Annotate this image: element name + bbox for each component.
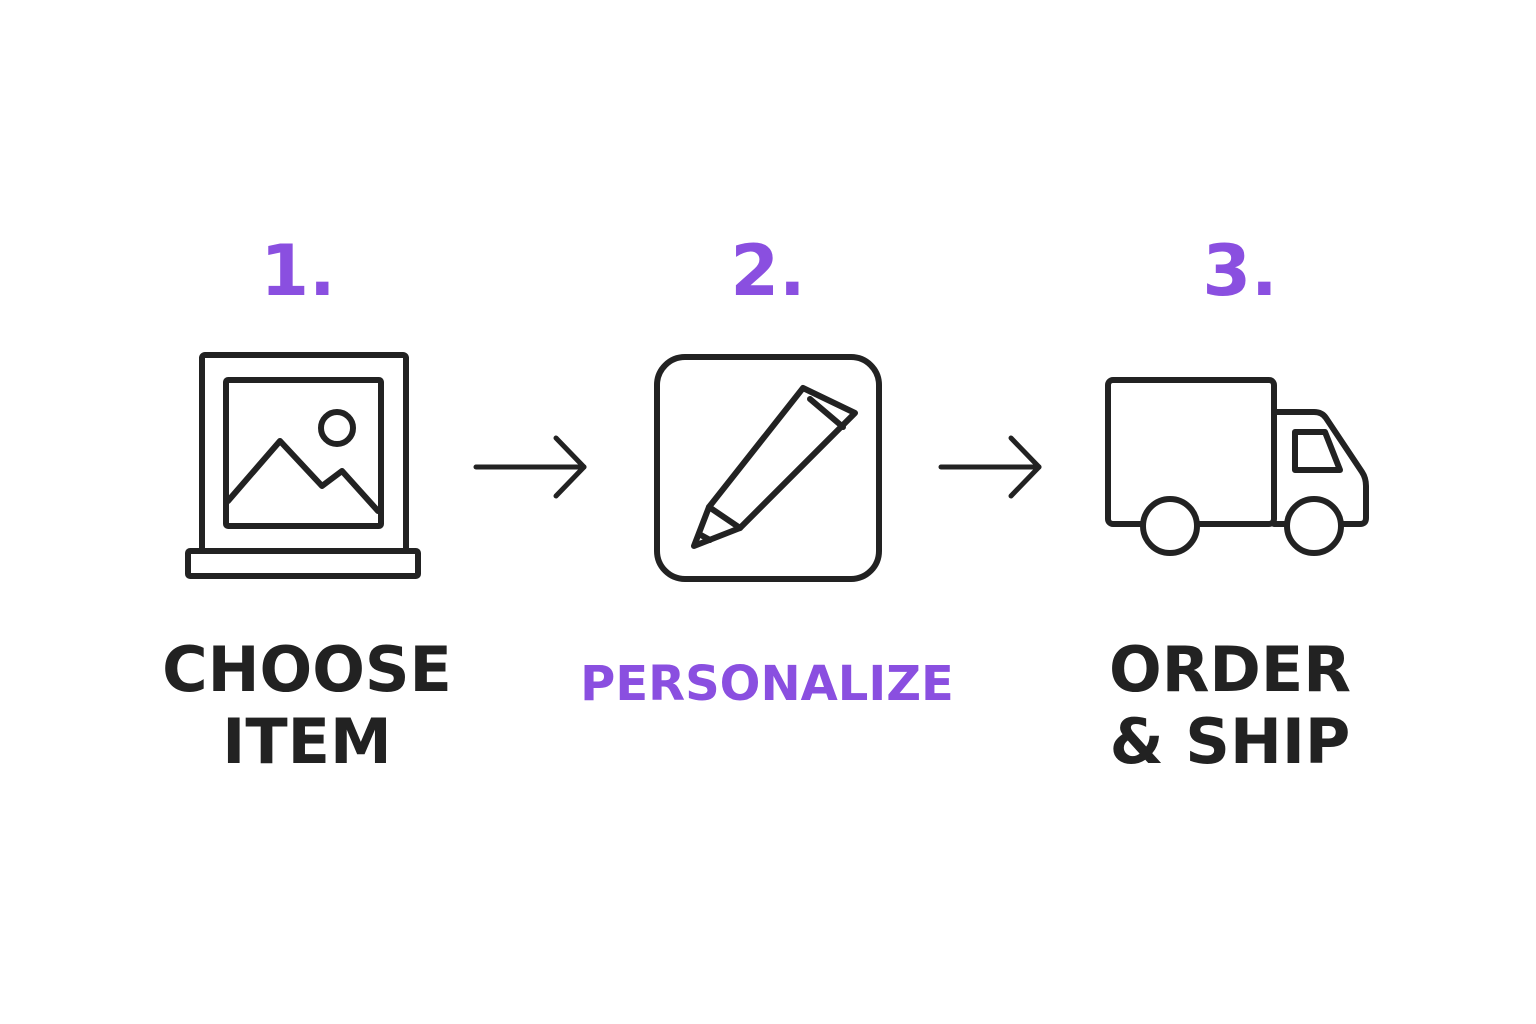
step-1-label-line-1: CHOOSE — [162, 633, 452, 706]
step-2-label-line-1: PERSONALIZE — [580, 656, 954, 712]
framed-picture-icon — [185, 352, 421, 579]
step-3-label-line-1: ORDER — [1108, 633, 1351, 706]
step-3-label: ORDER & SHIP — [1020, 634, 1440, 778]
arrow-right-icon — [473, 435, 587, 499]
step-3-label-line-2: & SHIP — [1109, 705, 1351, 778]
step-1-label-line-2: ITEM — [222, 705, 392, 778]
step-3-number: 3. — [1202, 230, 1278, 312]
step-2-number: 2. — [730, 230, 806, 312]
step-1-label: CHOOSE ITEM — [97, 634, 517, 778]
delivery-truck-icon — [1105, 377, 1369, 556]
step-2-label: PERSONALIZE — [557, 656, 977, 712]
arrow-right-icon — [938, 435, 1042, 499]
pencil-icon — [654, 354, 882, 582]
step-1-number: 1. — [260, 230, 336, 312]
